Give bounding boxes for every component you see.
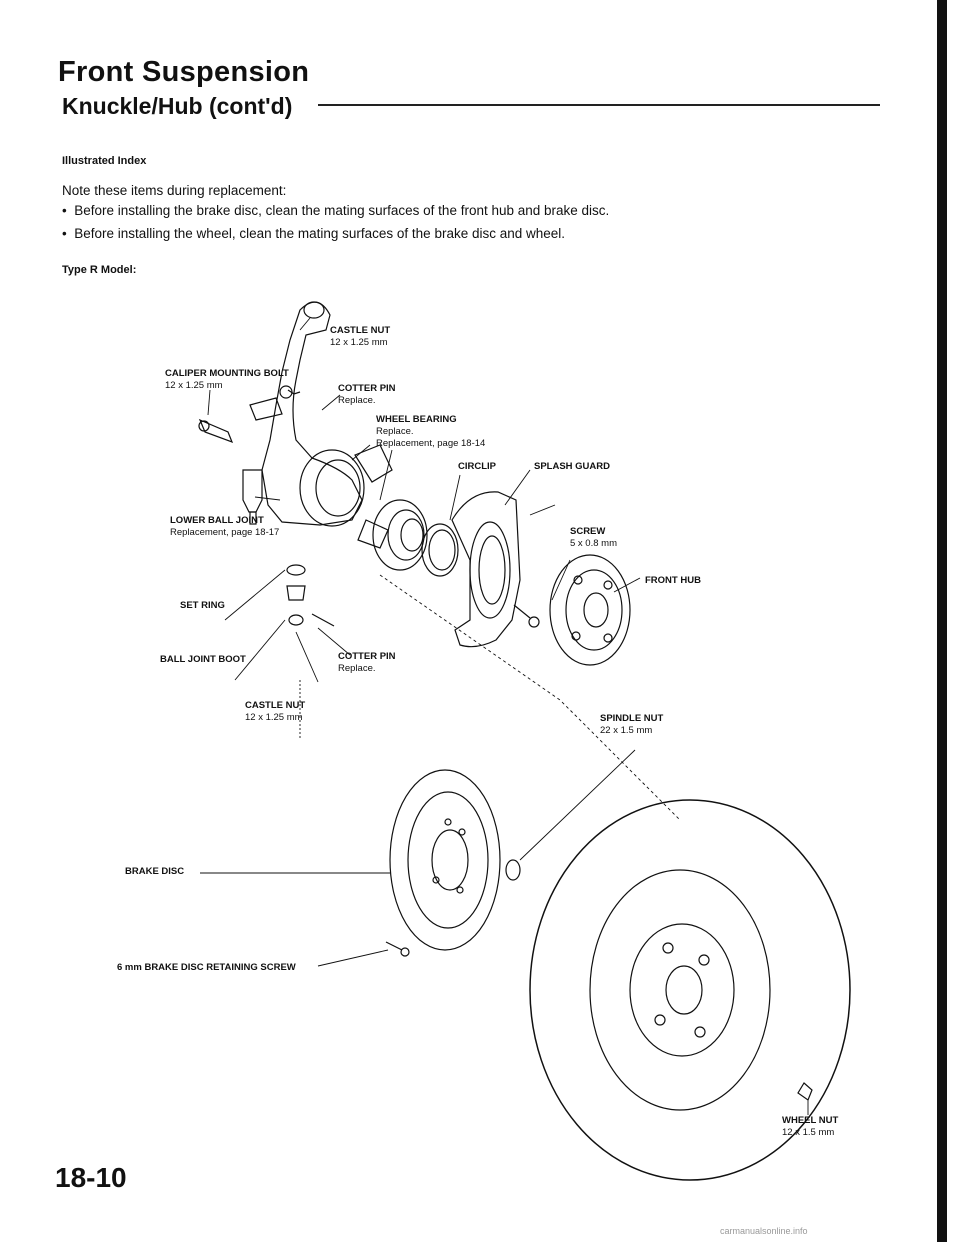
knuckle-upper-eye	[303, 301, 325, 319]
knuckle-arm	[249, 397, 283, 421]
set-ring	[286, 564, 306, 576]
caliper-bolt	[198, 418, 234, 444]
section-divider	[318, 104, 880, 106]
bullet-dot: •	[62, 203, 75, 218]
ball-joint-boot	[286, 585, 306, 601]
label-set-ring: SET RING	[180, 600, 225, 611]
retaining-screw	[385, 941, 403, 951]
splash-guard-screw	[513, 604, 531, 619]
label-brake-disc: BRAKE DISC	[125, 866, 185, 877]
tire-outer	[529, 799, 851, 1181]
index-heading: Illustrated Index	[62, 155, 147, 167]
lower-ball-joint	[242, 469, 263, 513]
bullet-text: Before installing the wheel, clean the m…	[74, 226, 566, 241]
wheel-bearing	[372, 499, 428, 571]
label-splash-guard: SPLASH GUARD	[534, 461, 611, 472]
bullet-item: • Before installing the brake disc, clea…	[62, 203, 609, 218]
cotter-pin-bottom	[311, 613, 335, 627]
knuckle-body	[261, 301, 363, 526]
label-retaining-screw: 6 mm BRAKE DISC RETAINING SCREW	[117, 962, 296, 973]
label-circlip: CIRCLIP	[458, 461, 496, 472]
knuckle-bore	[299, 449, 365, 527]
note-intro: Note these items during replacement:	[62, 183, 287, 198]
cotter-pin-top	[287, 389, 301, 395]
front-hub	[549, 554, 631, 666]
page-number: 18-10	[55, 1162, 127, 1193]
bullet-item: • Before installing the wheel, clean the…	[62, 226, 565, 241]
page-title: Front Suspension	[58, 56, 310, 88]
model-label: Type R Model:	[62, 264, 137, 276]
bullet-text: Before installing the brake disc, clean …	[74, 203, 610, 218]
label-front-hub: FRONT HUB	[645, 575, 701, 586]
splash-guard	[451, 491, 521, 648]
brake-disc	[389, 769, 501, 951]
footer-watermark: carmanualsonline.info	[720, 1226, 808, 1236]
label-ball-joint-boot: BALL JOINT BOOT	[160, 654, 246, 665]
section-subtitle: Knuckle/Hub (cont'd)	[62, 93, 293, 119]
spindle-nut	[505, 859, 521, 881]
page-edge-bar	[937, 0, 947, 1242]
wheel-nut	[797, 1082, 813, 1101]
circlip	[421, 523, 459, 577]
bullet-dot: •	[62, 226, 75, 241]
wheel-rim	[589, 869, 771, 1111]
